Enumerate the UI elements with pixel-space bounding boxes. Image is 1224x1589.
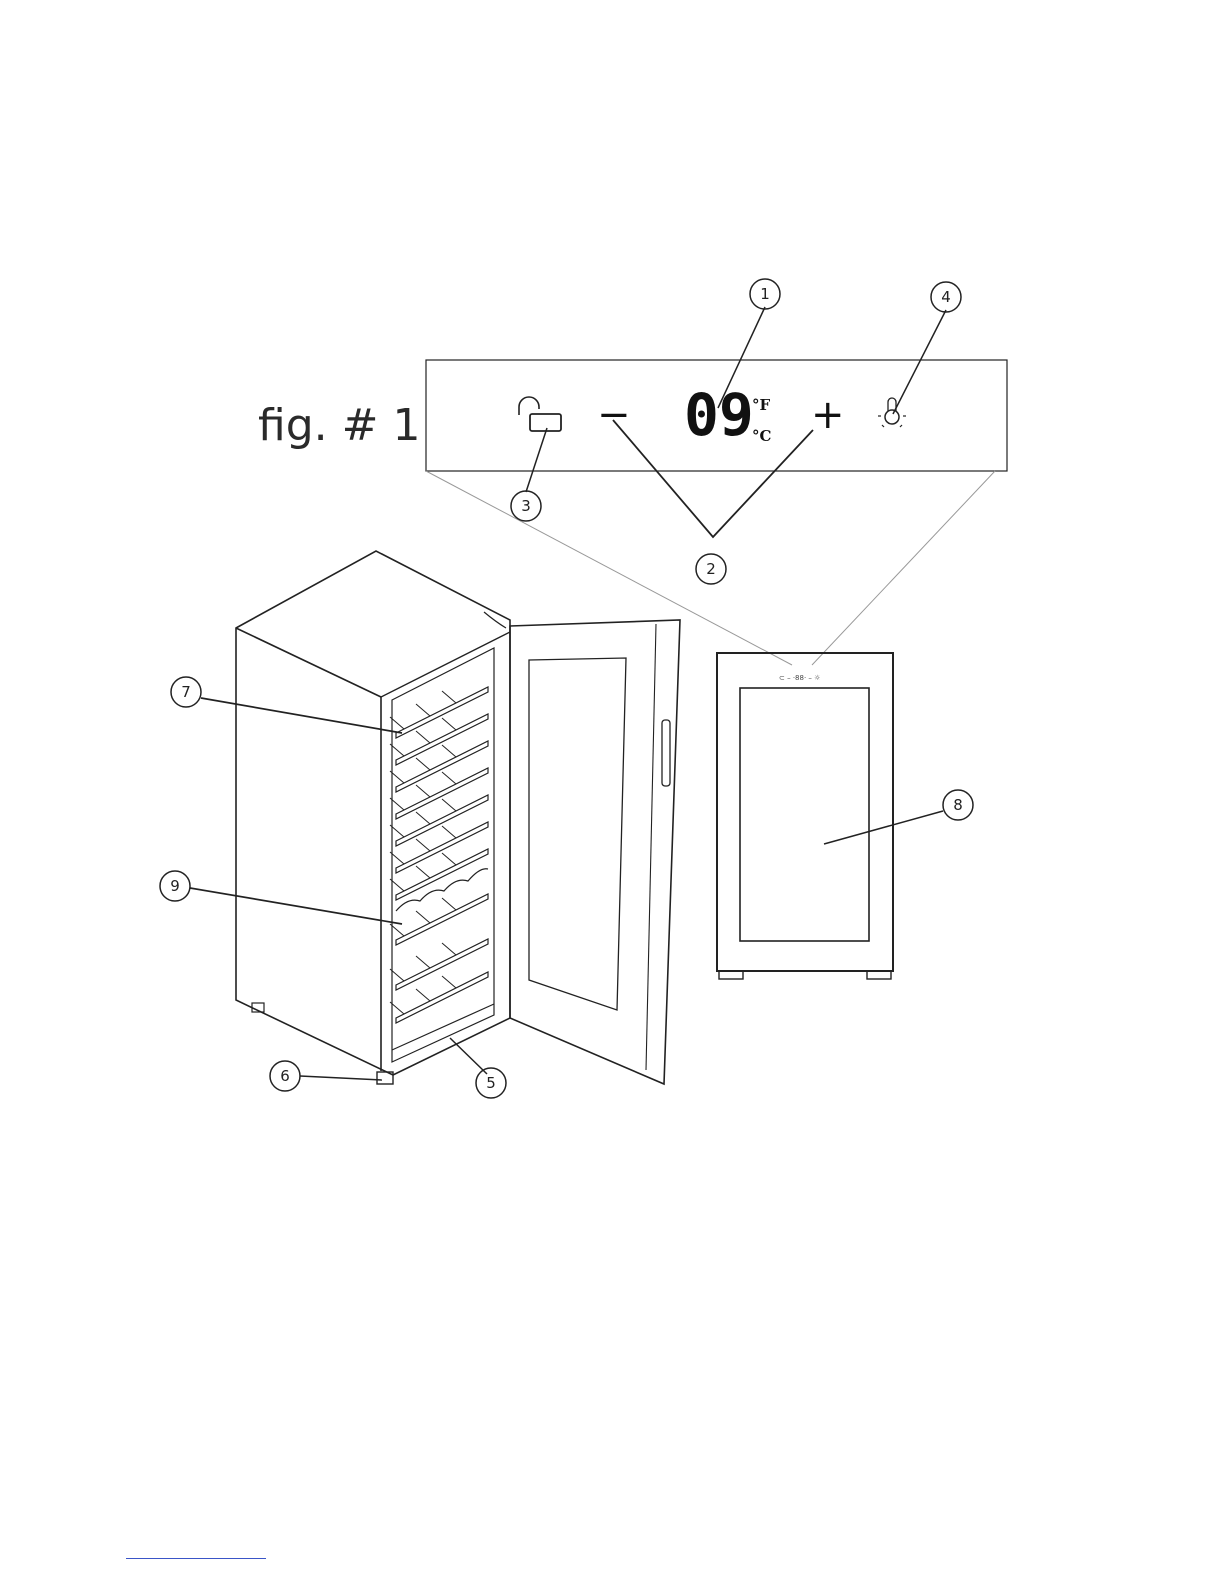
projection-line-left xyxy=(426,471,792,665)
minus-button[interactable]: − xyxy=(597,392,631,438)
unlock-icon xyxy=(519,397,561,431)
open-door xyxy=(484,612,680,1084)
svg-text:9: 9 xyxy=(170,877,180,895)
figure-title: fig. # 1 xyxy=(258,400,420,451)
wine-shelves xyxy=(390,687,488,1023)
svg-text:7: 7 xyxy=(181,683,191,701)
wine-shelf xyxy=(390,822,488,873)
wine-shelf xyxy=(390,894,488,945)
temperature-display: 09 xyxy=(684,381,754,449)
callout-3: 3 xyxy=(511,491,541,521)
callout-2: 2 xyxy=(696,554,726,584)
wine-shelf xyxy=(390,939,488,990)
callout-9: 9 xyxy=(160,871,190,901)
svg-text:5: 5 xyxy=(486,1074,496,1092)
light-bulb-icon[interactable] xyxy=(878,398,906,427)
wine-shelf xyxy=(390,687,488,738)
wine-shelf xyxy=(390,768,488,819)
wine-shelf xyxy=(390,972,488,1023)
wine-shelf xyxy=(390,714,488,765)
open-cabinet xyxy=(236,551,680,1084)
svg-text:4: 4 xyxy=(941,288,951,306)
unit-celsius: °C xyxy=(752,427,772,445)
callout-7: 7 xyxy=(171,677,201,707)
unit-fahrenheit: °F xyxy=(752,396,771,414)
svg-text:1: 1 xyxy=(760,285,770,303)
plus-button[interactable]: + xyxy=(811,392,845,438)
callout-4: 4 xyxy=(931,282,961,312)
svg-text:6: 6 xyxy=(280,1067,290,1085)
projection-line-right xyxy=(812,471,995,665)
footnote-rule xyxy=(126,1558,266,1559)
svg-text:2: 2 xyxy=(706,560,716,578)
control-panel: − 09 °F °C + xyxy=(426,360,1007,471)
svg-text:8: 8 xyxy=(953,796,963,814)
svg-text:3: 3 xyxy=(521,497,531,515)
wine-shelf xyxy=(390,741,488,792)
front-cabinet: ⊂ – ·88· – ☼ xyxy=(717,653,893,979)
callout-8: 8 xyxy=(943,790,973,820)
front-mini-panel: ⊂ – ·88· – ☼ xyxy=(779,674,820,682)
callout-6: 6 xyxy=(270,1061,300,1091)
callout-1: 1 xyxy=(750,279,780,309)
wine-shelf xyxy=(390,795,488,846)
callout-5: 5 xyxy=(476,1068,506,1098)
